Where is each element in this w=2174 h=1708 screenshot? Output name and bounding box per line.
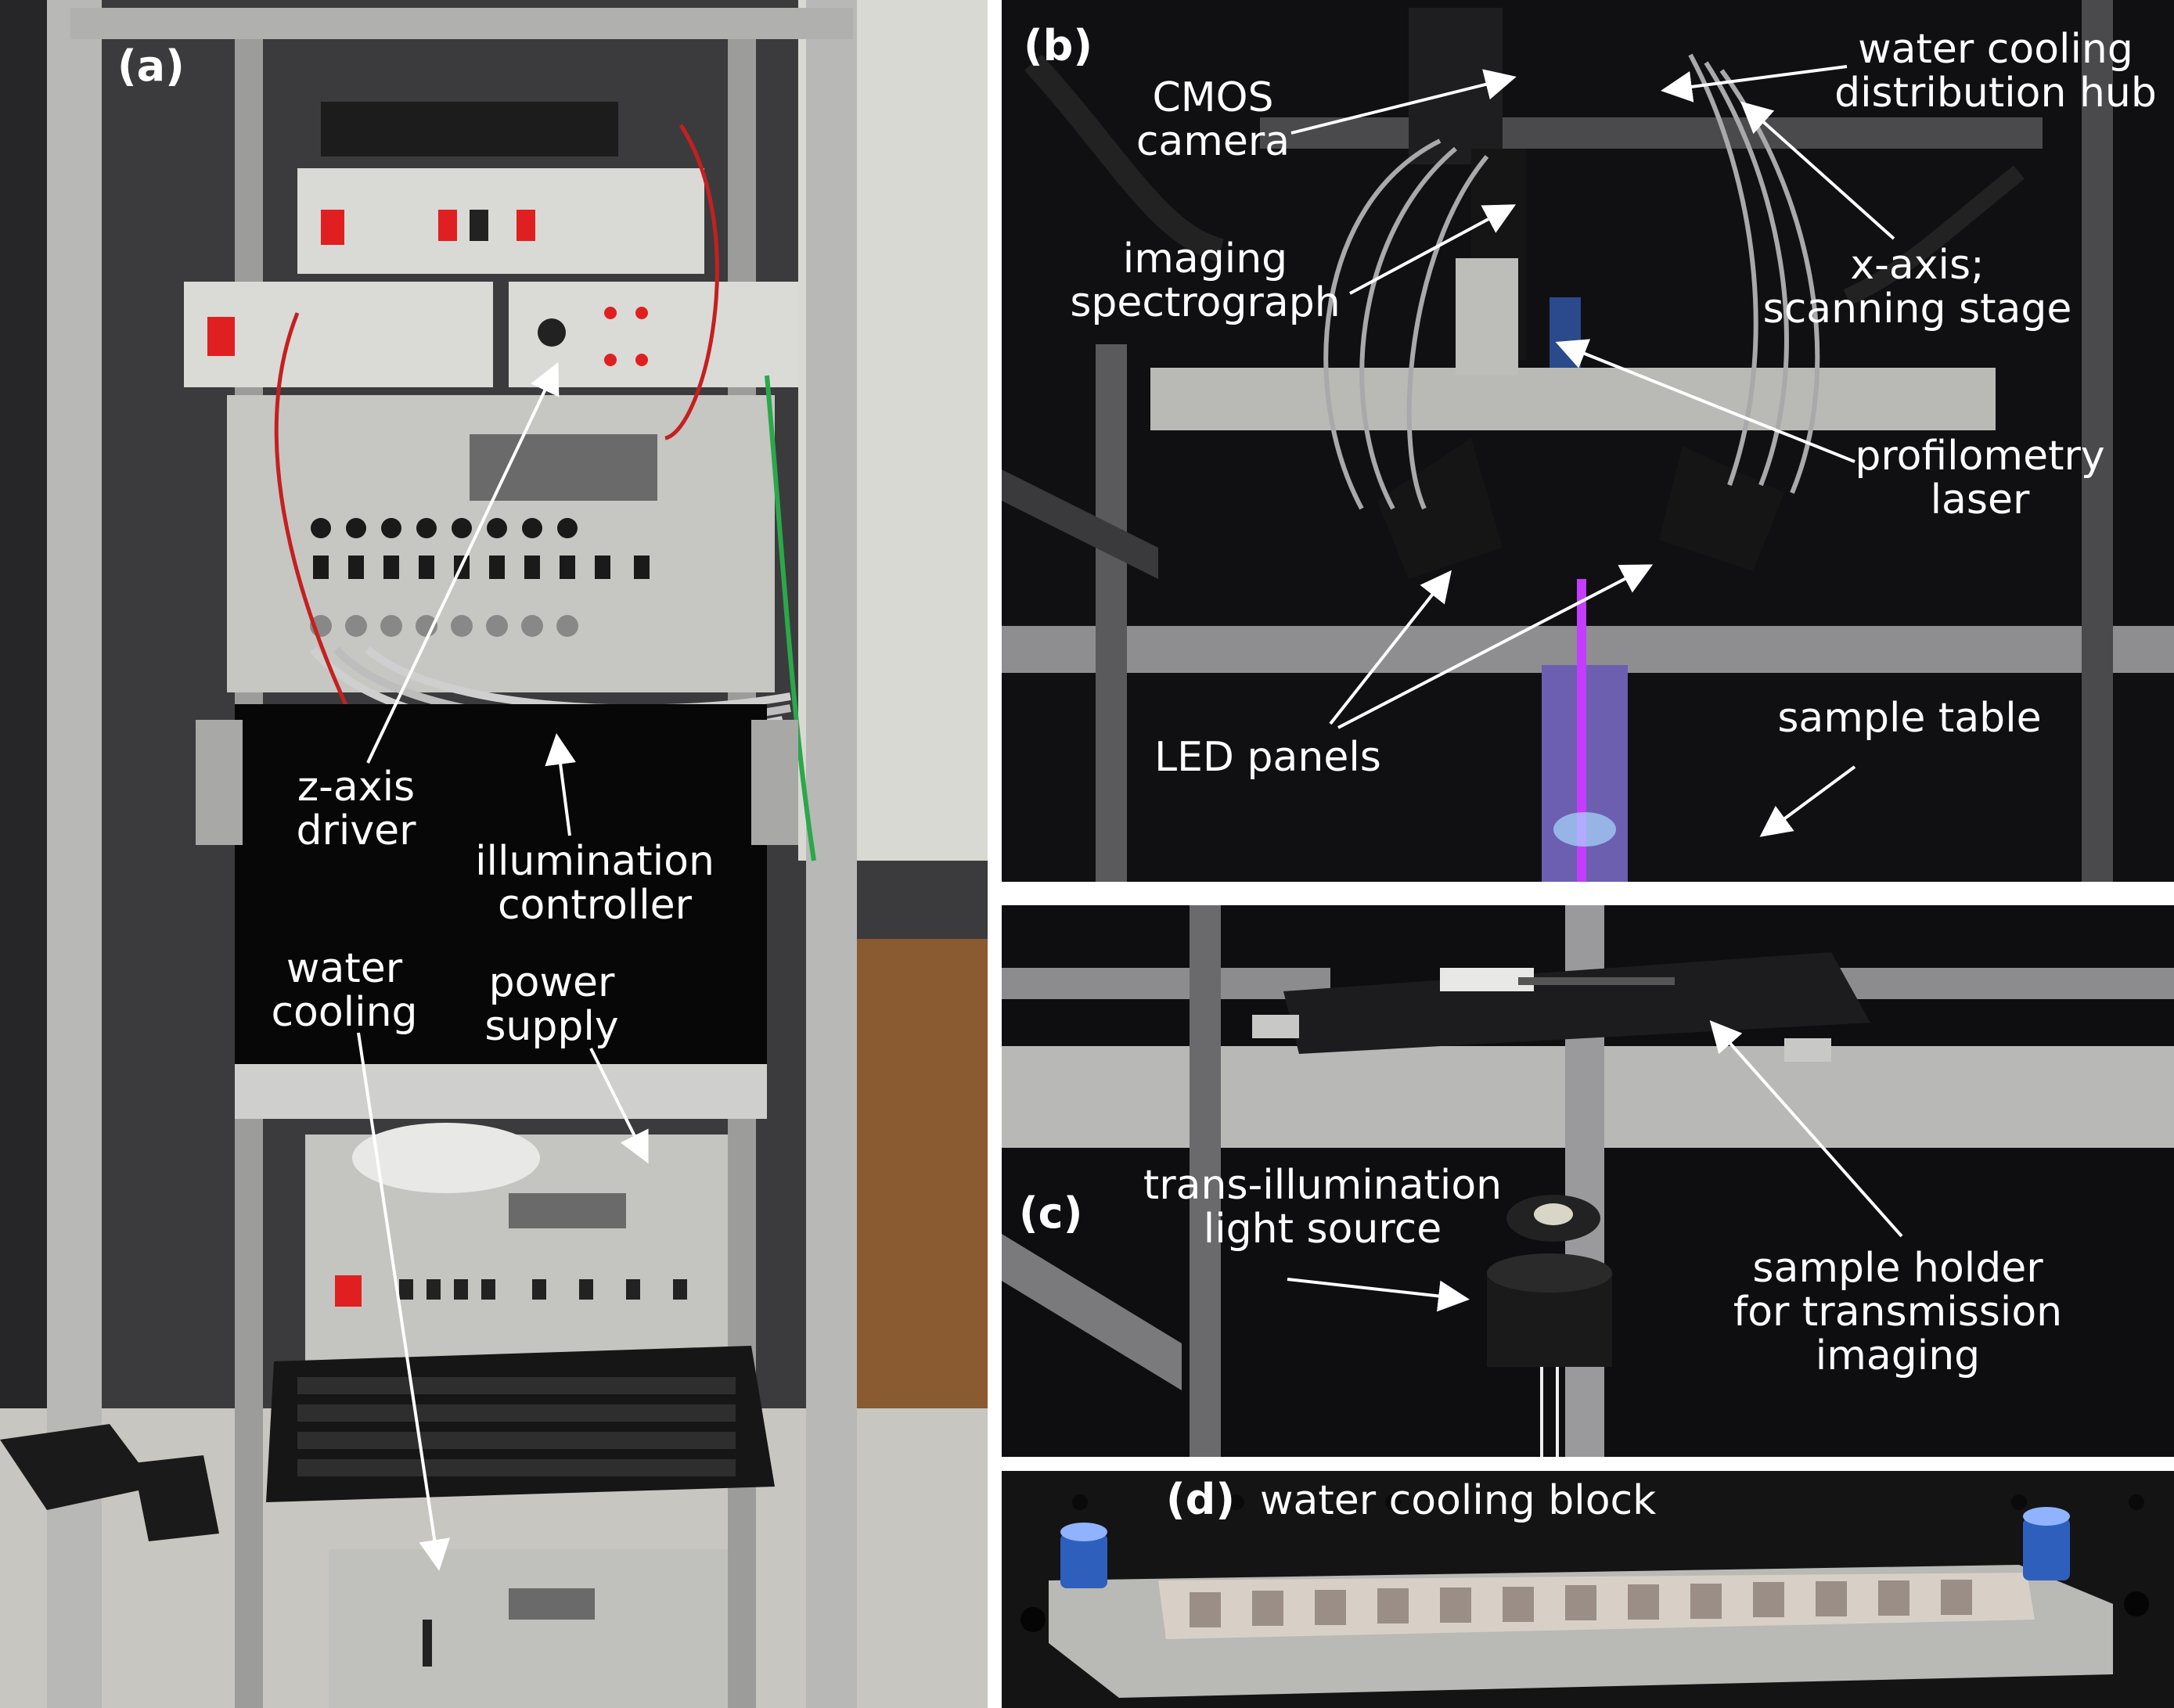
panel-c-tag: (c)	[1019, 1188, 1083, 1238]
panel-b-tag: (b)	[1024, 21, 1093, 70]
x-axis-stage-label: x-axis;scanning stage	[1762, 242, 2072, 333]
cooling-block-illustration	[1002, 1471, 2174, 1708]
sample-table-label: sample table	[1777, 695, 2042, 742]
panel-d-tag: (d)	[1166, 1475, 1236, 1524]
rack-photo-illustration	[0, 0, 988, 1708]
led-panels-label: LED panels	[1154, 734, 1381, 781]
transmission-setup-illustration	[1002, 905, 2174, 1457]
water-cooling-block-label: water cooling block	[1260, 1477, 1657, 1524]
panel-d-photo: (d) water cooling block	[1002, 1471, 2174, 1708]
panel-a-tag: (a)	[117, 41, 185, 91]
